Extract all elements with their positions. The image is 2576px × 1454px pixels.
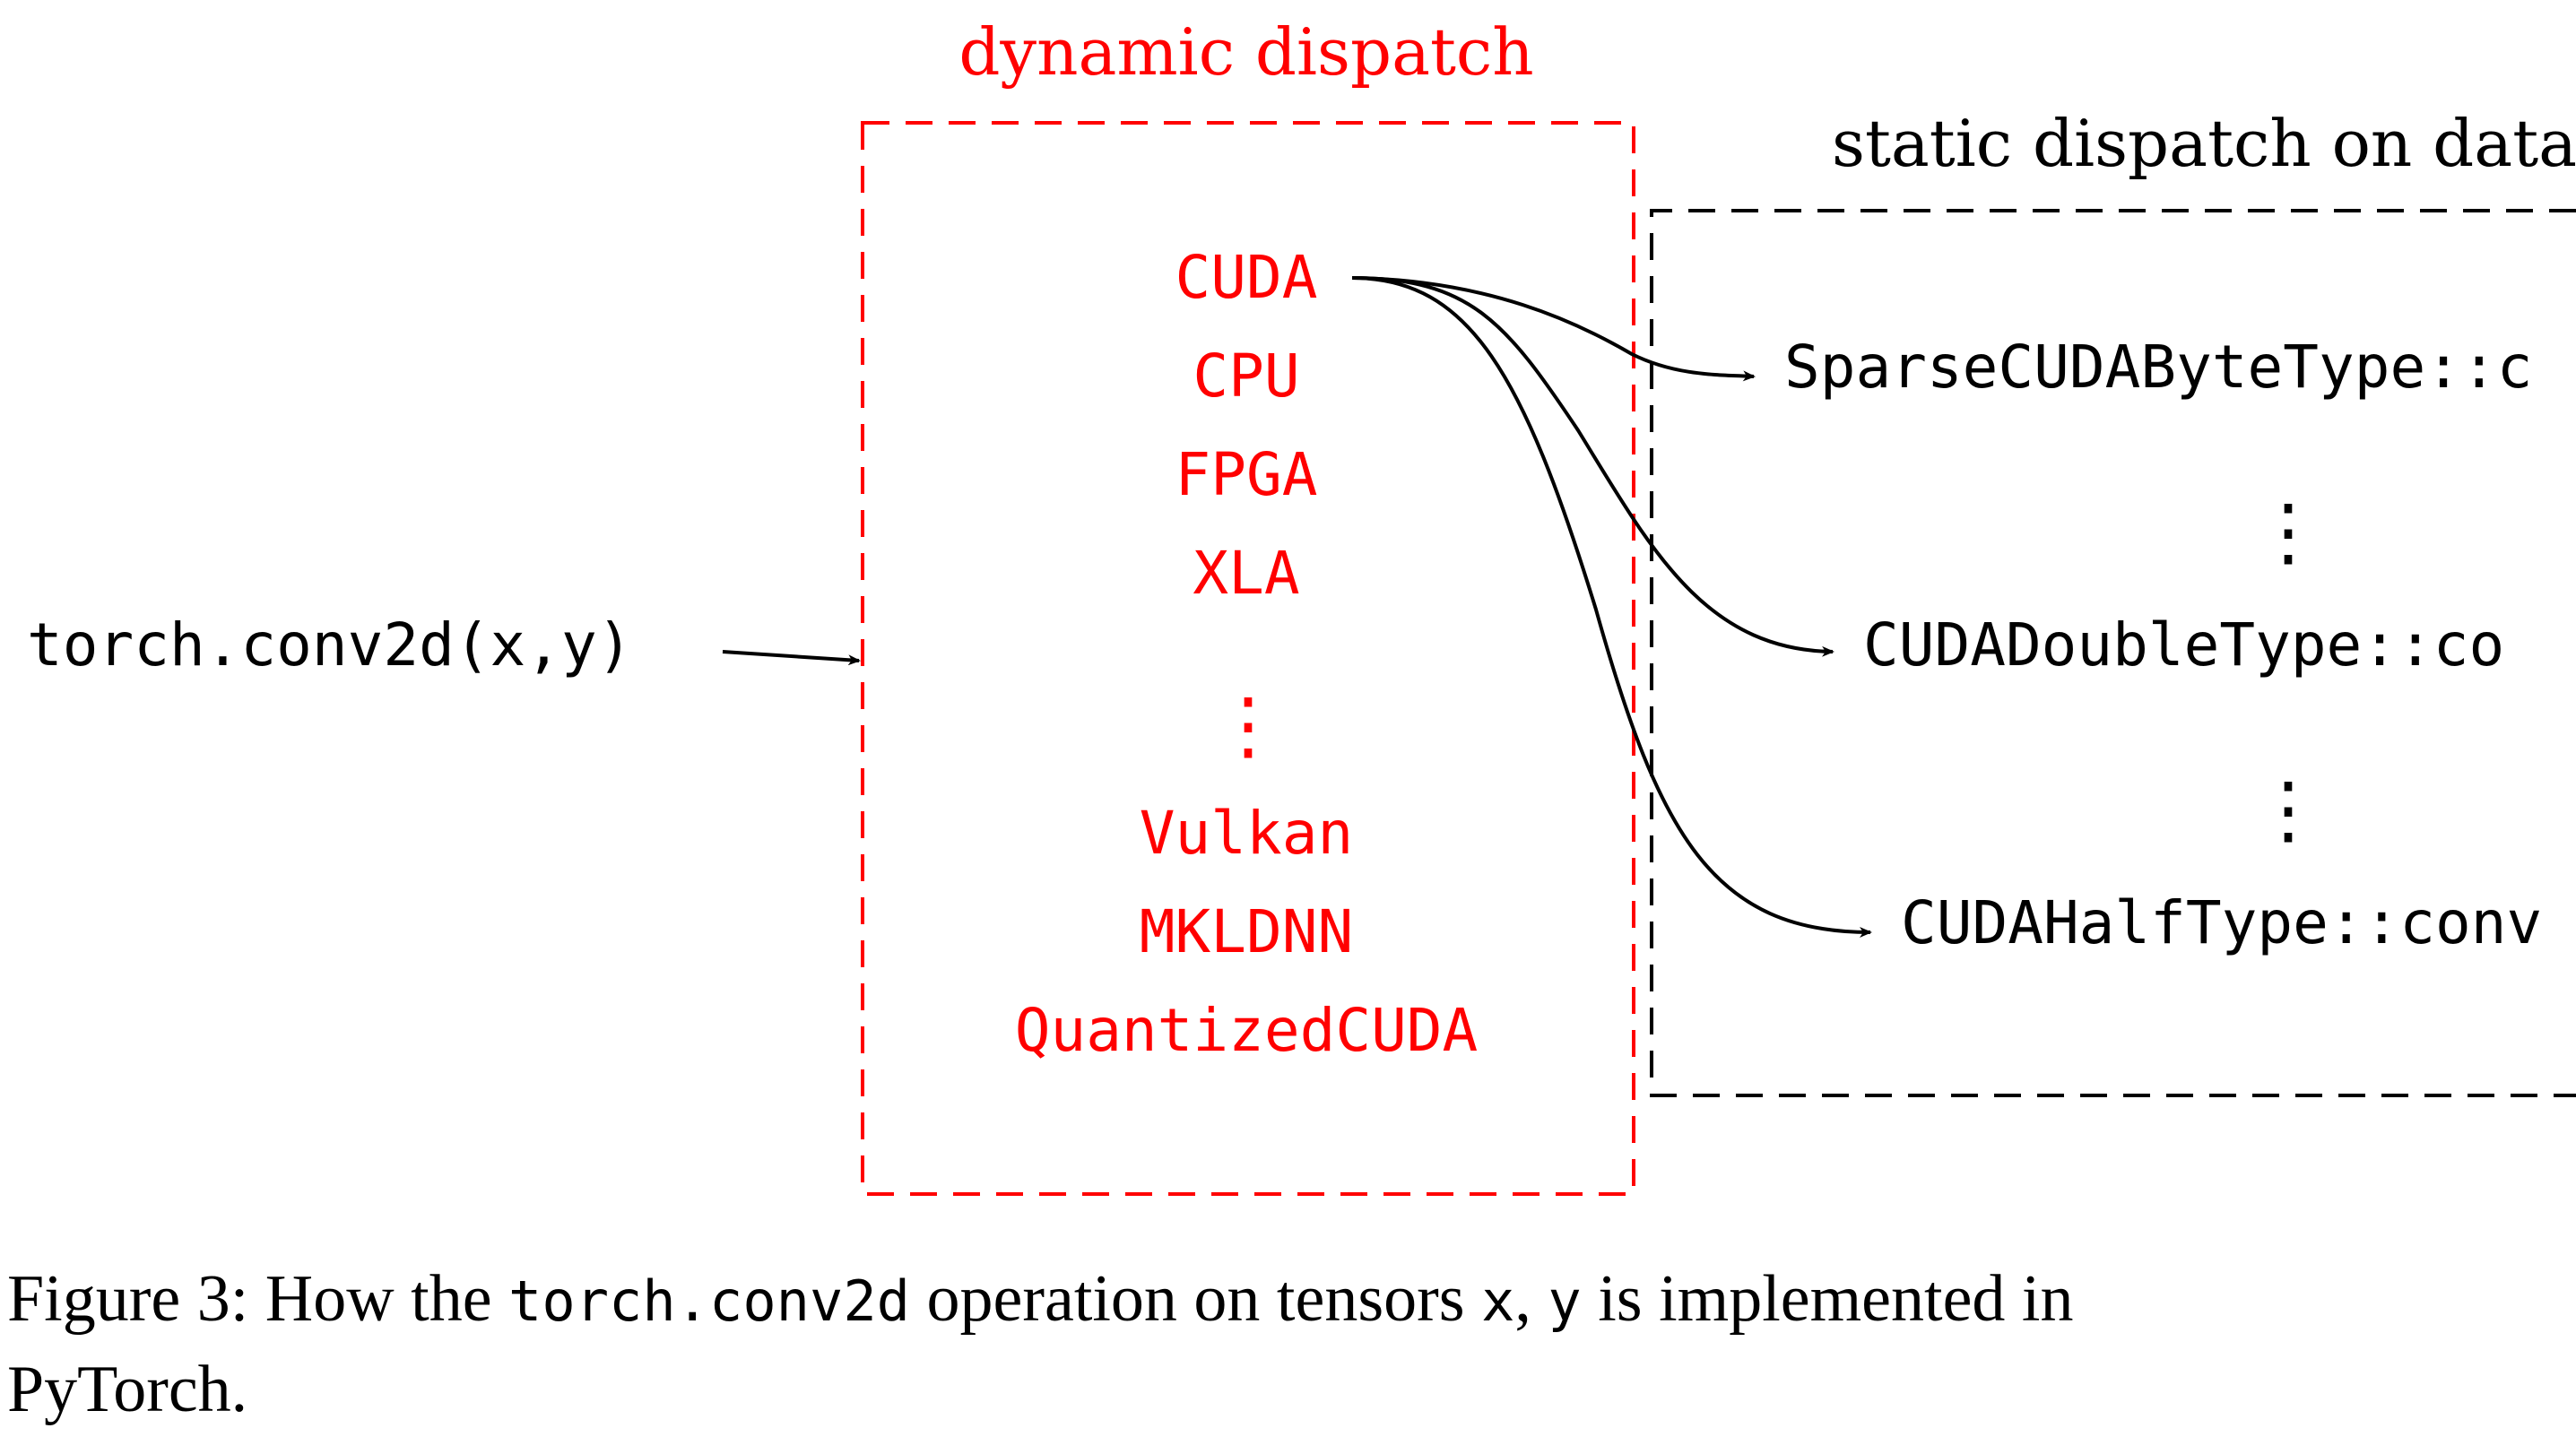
backend-vulkan: Vulkan [1140,799,1353,868]
caption-comma: , [1514,1262,1548,1336]
caption-mid: operation on tensors [909,1262,1482,1336]
caption-suffix: is implemented in [1581,1262,2074,1336]
backend-quantizedcuda: QuantizedCUDA [1015,996,1479,1065]
backend-cpu: CPU [1193,342,1299,411]
dynamic-dispatch-title: dynamic dispatch [958,14,1533,90]
caption-line-2: PyTorch. [7,1353,248,1426]
entry-arrow [722,650,861,666]
caption-x: x [1481,1268,1515,1334]
kernel-ellipsis-2: ⋮ [2251,766,2326,853]
dynamic-dispatch-box [861,121,1635,1196]
backend-fpga: FPGA [1175,440,1318,509]
kernel-sparse-cuda-byte: SparseCUDAByteType::c [1784,333,2532,402]
backend-xla: XLA [1193,539,1299,608]
caption-line-1: Figure 3: How the torch.conv2d operation… [7,1255,2572,1346]
figure-caption: Figure 3: How the torch.conv2d operation… [7,1255,2572,1433]
static-dispatch-title: static dispatch on data [1832,106,2576,181]
backend-mkldnn: MKLDNN [1140,897,1353,966]
backend-ellipsis: ⋮ [1210,681,1286,769]
dispatch-arrow-double [1351,276,1834,657]
kernel-ellipsis-1: ⋮ [2251,488,2326,576]
backend-cuda: CUDA [1175,243,1318,312]
caption-prefix: Figure 3: How the [7,1262,509,1336]
dispatch-arrow-half [1351,276,1872,938]
kernel-cuda-double: CUDADoubleType::co [1863,610,2504,679]
kernel-cuda-half: CUDAHalfType::conv [1901,888,2542,957]
entry-call-label: torch.conv2d(x,y) [27,610,633,679]
caption-y: y [1548,1268,1582,1334]
dispatch-arrow-sparse [1351,276,1756,382]
caption-op: torch.conv2d [508,1268,910,1334]
